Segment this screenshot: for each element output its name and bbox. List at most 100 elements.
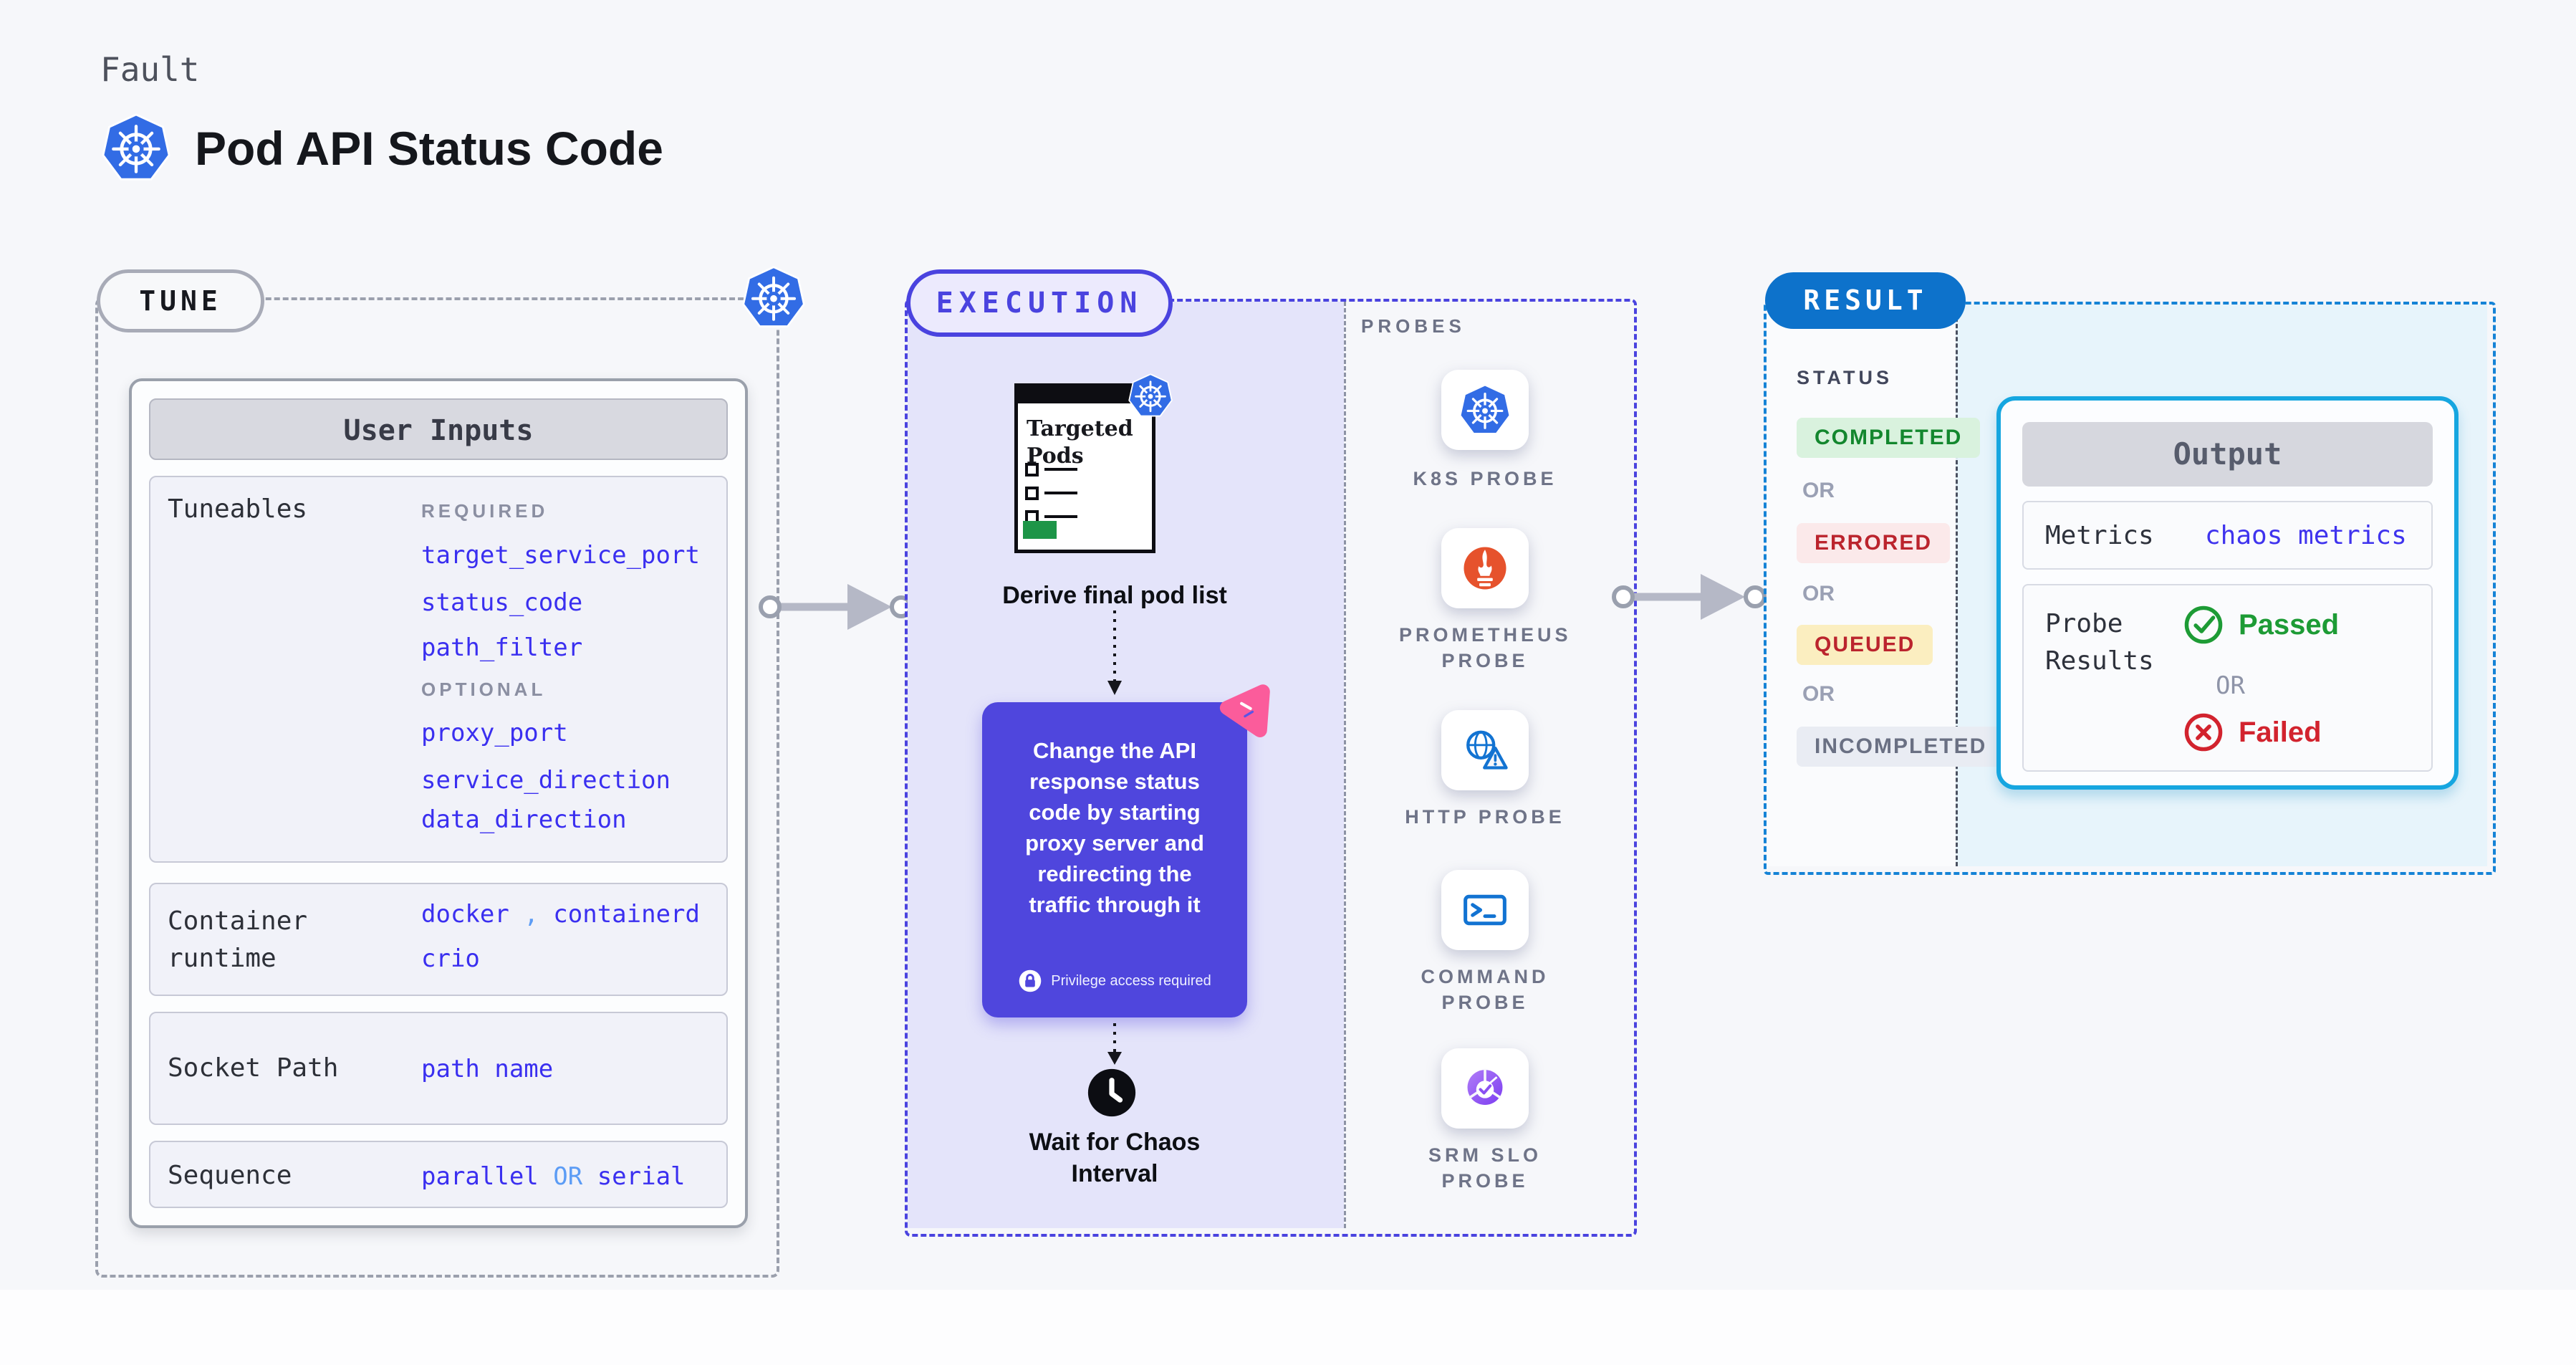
optional-label: OPTIONAL	[421, 679, 547, 700]
runtime-containerd: containerd	[553, 900, 700, 929]
http-globe-warning-icon	[1459, 724, 1511, 776]
lock-icon	[1019, 969, 1042, 992]
kubernetes-icon	[1459, 384, 1511, 436]
socket-path-value: path name	[421, 1055, 554, 1083]
terminal-icon	[1459, 884, 1511, 936]
pod-line	[1044, 468, 1077, 471]
user-inputs-card: User Inputs Tuneables REQUIRED target_se…	[129, 378, 748, 1228]
status-badge-completed: COMPLETED	[1797, 418, 1981, 458]
result-section-box	[1764, 302, 2496, 875]
result-status-background	[1767, 305, 1956, 866]
x-circle-icon	[2184, 713, 2223, 752]
socket-path-label: Socket Path	[168, 1053, 339, 1083]
tuneable-optional: proxy_port	[421, 719, 568, 747]
container-runtime-row: Container runtime docker , containerd cr…	[149, 883, 728, 996]
tuneables-label: Tuneables	[168, 494, 308, 524]
window-title-bar	[1018, 387, 1152, 403]
sequence-serial: serial	[597, 1162, 686, 1191]
probe-label: PROMETHEUS PROBE	[1399, 624, 1572, 671]
status-badge-incompleted: INCOMPLETED	[1797, 727, 2005, 767]
pod-checkbox	[1025, 463, 1039, 476]
status-title: STATUS	[1797, 367, 1893, 388]
tuneables-row: Tuneables REQUIRED target_service_port s…	[149, 476, 728, 863]
targeted-pods-title: Targeted Pods	[1027, 416, 1133, 469]
kubernetes-logo-icon	[102, 112, 170, 183]
passed-result: Passed	[2183, 604, 2339, 646]
litmus-chaos-icon	[1216, 679, 1275, 738]
page-title: Pod API Status Code	[195, 122, 663, 175]
probes-title: PROBES	[1361, 315, 1466, 337]
status-badge-queued: QUEUED	[1797, 625, 1933, 665]
sequence-parallel: parallel	[421, 1162, 539, 1191]
execution-pill: EXECUTION	[906, 269, 1173, 337]
result-divider	[1956, 305, 1958, 866]
pod-line	[1044, 515, 1077, 518]
bottom-strip	[0, 1290, 2576, 1365]
probe-label: HTTP PROBE	[1405, 806, 1565, 828]
dotted-arrow-down	[1107, 1023, 1122, 1065]
probe-results-row: Probe Results Passed OR Failed	[2022, 584, 2433, 772]
derive-pod-list-label: Derive final pod list	[1002, 582, 1227, 609]
check-circle-icon	[2184, 605, 2223, 644]
privilege-text: Privilege access required	[1051, 972, 1211, 989]
metrics-row: Metrics chaos metrics	[2022, 501, 2433, 570]
probe-card-prometheus	[1441, 528, 1529, 608]
fault-category-label: Fault	[100, 50, 200, 89]
pod-line	[1044, 492, 1077, 494]
container-runtime-values: docker , containerd	[421, 900, 700, 929]
tune-section-box	[95, 297, 779, 1278]
runtime-crio: crio	[421, 944, 480, 973]
probe-results-label: Probe Results	[2045, 609, 2154, 676]
container-runtime-label: Container runtime	[168, 906, 308, 973]
probe-label: SRM SLO PROBE	[1428, 1144, 1542, 1192]
or-separator: OR	[1802, 479, 1835, 502]
clock-icon	[1086, 1067, 1138, 1119]
sequence-label: Sequence	[168, 1161, 292, 1190]
chaos-action-text: Change the API response status code by s…	[1025, 738, 1204, 917]
sequence-values: parallel OR serial	[421, 1162, 686, 1191]
probe-label: K8S PROBE	[1413, 468, 1557, 489]
metrics-label: Metrics	[2045, 521, 2154, 550]
result-pill: RESULT	[1765, 272, 1966, 329]
slo-gauge-icon	[1459, 1063, 1511, 1114]
separator: ,	[524, 900, 539, 929]
required-label: REQUIRED	[421, 500, 549, 522]
probe-card-srm-slo	[1441, 1048, 1529, 1129]
sequence-row: Sequence parallel OR serial	[149, 1141, 728, 1208]
tuneable-required: status_code	[421, 588, 583, 617]
flow-arrow-execution-to-result	[1612, 574, 1767, 620]
tuneable-optional: service_direction	[421, 766, 671, 795]
sequence-or: OR	[553, 1162, 583, 1191]
or-separator: OR	[1802, 682, 1835, 706]
prometheus-icon	[1459, 542, 1511, 594]
user-inputs-header: User Inputs	[149, 398, 728, 460]
or-separator: OR	[2216, 671, 2245, 700]
or-separator: OR	[1802, 582, 1835, 605]
tuneable-optional: data_direction	[421, 805, 627, 834]
execution-probes-divider	[1344, 302, 1346, 1228]
output-card: Output Metrics chaos metrics Probe Resul…	[1996, 396, 2459, 790]
kubernetes-corner-icon	[742, 264, 805, 330]
wait-chaos-interval-label: Wait for Chaos Interval	[1029, 1129, 1201, 1187]
status-badge-errored: ERRORED	[1797, 523, 1951, 563]
failed-result: Failed	[2183, 712, 2322, 753]
runtime-docker: docker	[421, 900, 509, 929]
execution-section-box	[905, 299, 1637, 1237]
probe-card-http	[1441, 710, 1529, 790]
failed-label: Failed	[2239, 716, 2322, 748]
dotted-arrow-down	[1107, 610, 1122, 695]
targeted-pods-window: Targeted Pods	[1014, 383, 1155, 553]
kubernetes-window-icon	[1128, 373, 1173, 418]
flow-arrow-tune-to-execution	[759, 584, 913, 630]
probe-card-command	[1441, 870, 1529, 950]
probe-label: COMMAND PROBE	[1421, 966, 1549, 1013]
tune-pill: TUNE	[97, 269, 264, 332]
tuneable-required: target_service_port	[421, 541, 700, 570]
pod-checkbox	[1025, 487, 1039, 500]
probe-card-k8s	[1441, 370, 1529, 450]
output-header: Output	[2022, 422, 2433, 487]
privilege-note: Privilege access required	[982, 969, 1247, 993]
passed-label: Passed	[2239, 608, 2340, 641]
chaos-action-card: Change the API response status code by s…	[982, 702, 1247, 1017]
